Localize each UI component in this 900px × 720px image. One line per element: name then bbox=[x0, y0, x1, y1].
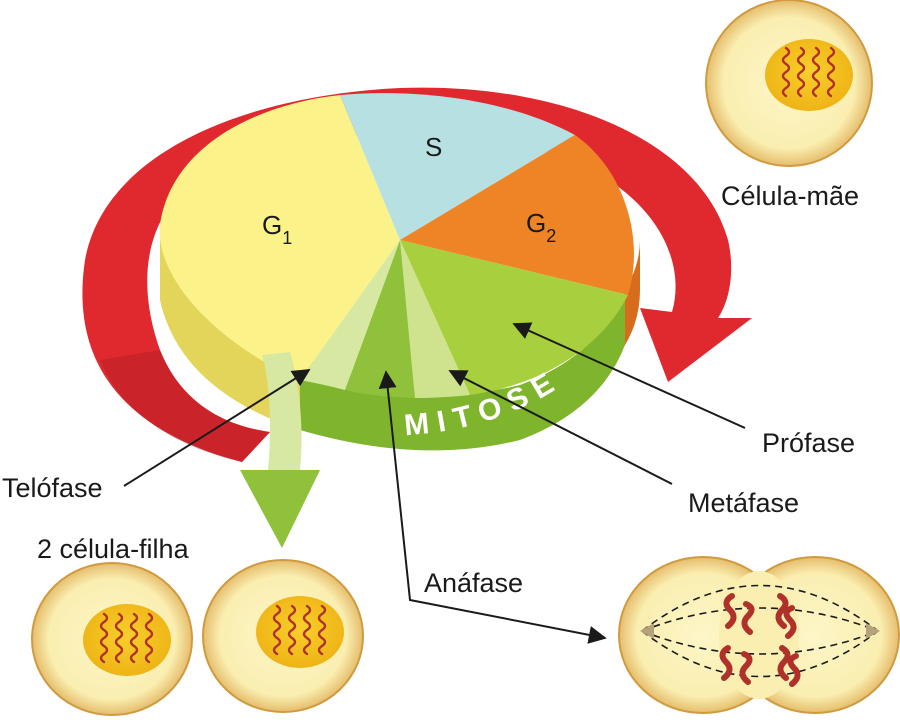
interphase-band-shadow bbox=[100, 350, 270, 462]
prophase-pointer bbox=[512, 322, 746, 429]
mitosis-wedge-anaphase bbox=[345, 240, 415, 398]
telophase-pointer bbox=[123, 369, 311, 487]
daughter-right-chromosomes bbox=[272, 604, 327, 656]
mother-cell bbox=[705, 0, 873, 167]
anaphase-chromosomes bbox=[719, 593, 801, 687]
daughter-left-chromosomes bbox=[99, 612, 154, 664]
spindle-pole-right bbox=[866, 623, 880, 639]
daughter-arrow-head bbox=[240, 470, 320, 548]
mitosis-wedge-prophase bbox=[400, 240, 628, 395]
annotation-labels: Prófase Metáfase Anáfase Telófase Célula… bbox=[2, 181, 859, 598]
metaphase-label: Metáfase bbox=[688, 488, 799, 518]
anaphase-pointer bbox=[378, 370, 607, 644]
mother-nucleus bbox=[765, 39, 853, 111]
prophase-label: Prófase bbox=[762, 428, 855, 458]
phase-g2-wedge bbox=[400, 135, 634, 295]
interphase-arrow bbox=[82, 87, 753, 462]
mitosis-wedge-telophase bbox=[300, 240, 400, 390]
phase-g1-wedge bbox=[159, 95, 400, 380]
mitosis-wedge-metaphase bbox=[400, 240, 470, 398]
mother-chromosomes bbox=[781, 46, 836, 98]
anaphase-cell bbox=[618, 556, 900, 714]
phase-labels: S G1 G2 bbox=[262, 132, 556, 248]
phase-s-wedge bbox=[340, 93, 575, 241]
phase-s-label: S bbox=[425, 132, 442, 162]
spindle-fibers bbox=[641, 584, 879, 678]
annotation-pointers bbox=[123, 322, 746, 644]
disc-side-orange bbox=[625, 240, 640, 345]
telophase-label: Telófase bbox=[2, 473, 103, 503]
daughter-left-nucleus bbox=[83, 604, 171, 676]
cycle-disc-top bbox=[159, 93, 634, 398]
mother-cell-label: Célula-mãe bbox=[721, 181, 859, 211]
daughter-cell-right bbox=[202, 559, 364, 713]
daughter-right-nucleus bbox=[256, 596, 344, 668]
spindle-pole-left bbox=[640, 623, 654, 639]
daughter-cells-label: 2 célula-filha bbox=[37, 534, 190, 564]
phase-g2-label: G2 bbox=[526, 208, 556, 246]
daughter-cell-left bbox=[31, 562, 193, 716]
anaphase-label: Anáfase bbox=[424, 568, 523, 598]
phase-g1-label: G1 bbox=[262, 210, 292, 248]
